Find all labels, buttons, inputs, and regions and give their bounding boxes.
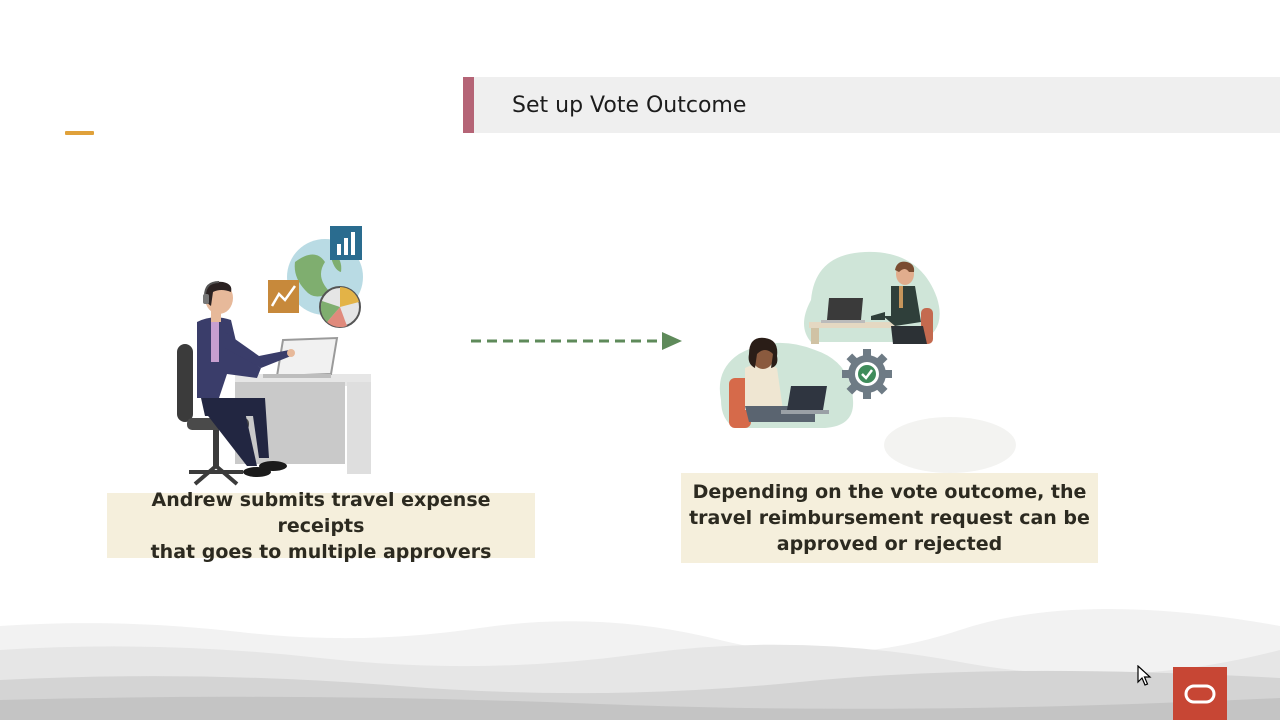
pie-chart-icon (319, 286, 361, 328)
mouse-cursor-icon (1137, 665, 1152, 686)
slide-title: Set up Vote Outcome (512, 93, 747, 118)
bar-chart-icon (330, 226, 362, 260)
andrew-at-desk-illustration (177, 226, 371, 486)
footer-landscape (0, 608, 1280, 720)
left-caption-box: Andrew submits travel expense receipts t… (107, 489, 535, 563)
approvers-illustration (719, 251, 940, 428)
left-caption-text: Andrew submits travel expense receipts t… (150, 488, 492, 563)
oracle-logo-button[interactable] (1173, 667, 1227, 720)
oracle-logo-icon (1184, 684, 1216, 703)
right-caption-text: Depending on the vote outcome, the trave… (689, 481, 1090, 555)
line-chart-icon (268, 280, 299, 313)
dashed-arrow-icon (471, 332, 682, 350)
title-bar: Set up Vote Outcome (463, 77, 1280, 133)
gear-check-icon (842, 349, 892, 399)
right-caption-box: Depending on the vote outcome, the trave… (681, 473, 1098, 563)
title-accent-bar (463, 77, 474, 133)
faded-background-illustration (884, 417, 1016, 473)
accent-dash (65, 131, 94, 135)
